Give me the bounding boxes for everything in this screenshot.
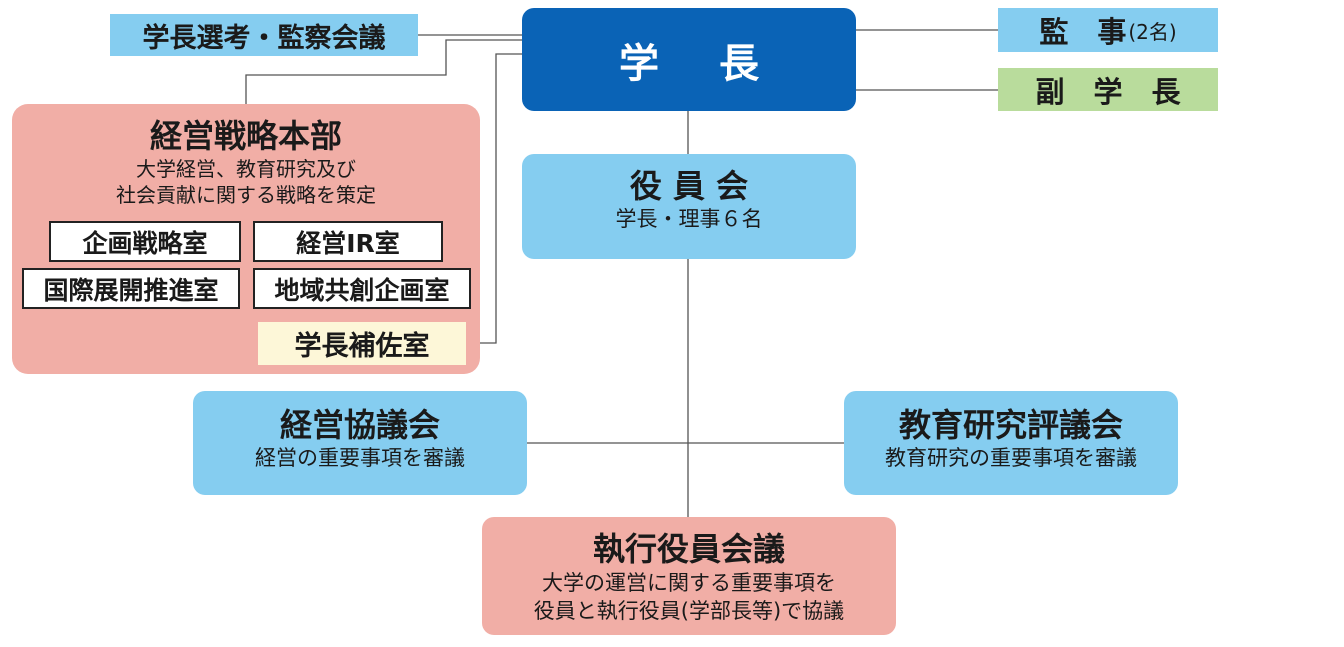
office-international: 国際展開推進室: [22, 268, 240, 309]
education-research-council-box: 教育研究評議会 教育研究の重要事項を審議: [844, 391, 1178, 495]
strategy-hq-title: 経営戦略本部: [149, 117, 342, 155]
office-president-assistant: 学長補佐室: [258, 322, 466, 365]
executive-officers-meeting-description-line2: 役員と執行役員(学部長等)で協議: [533, 599, 845, 623]
vice-president-label: 副 学 長: [1035, 74, 1181, 109]
management-council-description: 経営の重要事項を審議: [255, 446, 465, 470]
management-council-box: 経営協議会 経営の重要事項を審議: [193, 391, 527, 495]
auditors-box: 監 事(2名): [998, 8, 1218, 52]
office-management-ir: 経営IR室: [253, 221, 443, 262]
presidential-selection-label: 学長選考・監察会議: [142, 22, 386, 54]
auditors-label: 監 事: [1039, 15, 1127, 49]
management-council-title: 経営協議会: [279, 406, 440, 444]
board-title: 役 員 会: [629, 167, 749, 205]
presidential-selection-box: 学長選考・監察会議: [110, 14, 418, 56]
office-regional-cocreation: 地域共創企画室: [253, 268, 471, 309]
executive-officers-meeting-description-line1: 大学の運営に関する重要事項を: [541, 571, 836, 595]
education-research-council-title: 教育研究評議会: [898, 406, 1123, 444]
vice-president-box: 副 学 長: [998, 68, 1218, 111]
connector-strategy: [245, 39, 522, 104]
connector-assistant: [466, 53, 522, 344]
strategy-hq-description-line2: 社会貢献に関する戦略を策定: [116, 183, 376, 207]
strategy-hq-description-line1: 大学経営、教育研究及び: [136, 157, 356, 181]
office-planning-strategy: 企画戦略室: [49, 221, 241, 262]
strategy-hq-description: 大学経営、教育研究及び 社会貢献に関する戦略を策定: [12, 156, 480, 208]
board-description: 学長・理事６名: [615, 207, 763, 231]
president-label: 学長: [619, 40, 819, 87]
executive-officers-meeting-description: 大学の運営に関する重要事項を 役員と執行役員(学部長等)で協議: [534, 569, 844, 625]
auditors-count: (2名): [1128, 19, 1177, 44]
president-box: 学長: [522, 8, 856, 111]
education-research-council-description: 教育研究の重要事項を審議: [885, 446, 1137, 470]
board-box: 役 員 会 学長・理事６名: [522, 154, 856, 259]
executive-officers-meeting-title: 執行役員会議: [592, 530, 785, 568]
executive-officers-meeting-box: 執行役員会議 大学の運営に関する重要事項を 役員と執行役員(学部長等)で協議: [482, 517, 896, 635]
